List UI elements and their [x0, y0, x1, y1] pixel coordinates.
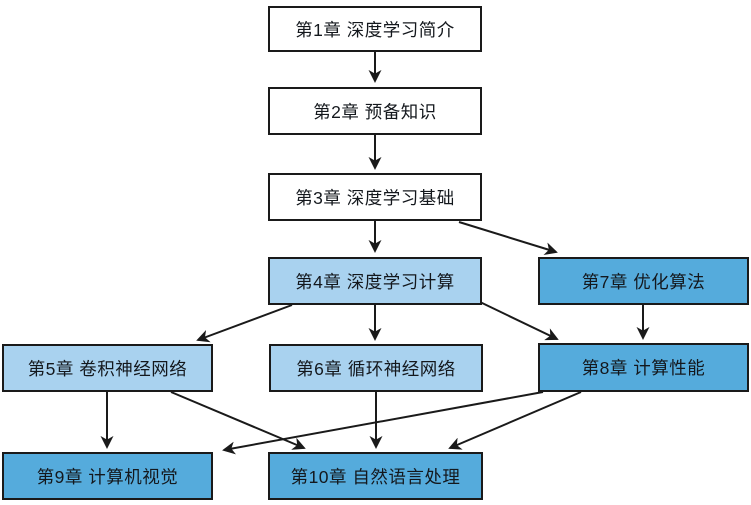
node-chapter-8-label: 第8章 计算性能 [581, 358, 706, 378]
node-chapter-10-label: 第10章 自然语言处理 [290, 466, 461, 487]
node-chapter-2: 第2章 预备知识 [268, 87, 482, 135]
edge-ch3-ch7 [458, 221, 558, 255]
edge-ch4-ch5 [196, 304, 293, 343]
edge-ch5-ch10 [170, 391, 306, 450]
edge-ch8-ch10 [448, 391, 582, 450]
edge-ch8-ch9 [222, 391, 544, 455]
edge-ch4-ch8 [479, 301, 559, 341]
node-chapter-6: 第6章 循环神经网络 [269, 344, 483, 392]
node-chapter-1: 第1章 深度学习简介 [268, 6, 482, 52]
node-chapter-1-label: 第1章 深度学习简介 [295, 19, 455, 40]
node-chapter-3-label: 第3章 深度学习基础 [295, 187, 455, 208]
node-chapter-5: 第5章 卷积神经网络 [2, 344, 213, 392]
node-chapter-4: 第4章 深度学习计算 [268, 257, 482, 305]
node-chapter-9-label: 第9章 计算机视觉 [36, 466, 179, 487]
node-chapter-4-label: 第4章 深度学习计算 [295, 271, 455, 292]
node-chapter-3: 第3章 深度学习基础 [268, 173, 482, 221]
node-chapter-7: 第7章 优化算法 [538, 257, 749, 305]
node-chapter-8: 第8章 计算性能 [538, 343, 749, 392]
node-chapter-5-label: 第5章 卷积神经网络 [27, 358, 188, 379]
node-chapter-6-label: 第6章 循环神经网络 [296, 358, 456, 379]
node-chapter-9: 第9章 计算机视觉 [2, 452, 213, 500]
node-chapter-7-label: 第7章 优化算法 [581, 271, 706, 292]
node-chapter-10: 第10章 自然语言处理 [268, 452, 483, 500]
node-chapter-2-label: 第2章 预备知识 [313, 101, 437, 122]
